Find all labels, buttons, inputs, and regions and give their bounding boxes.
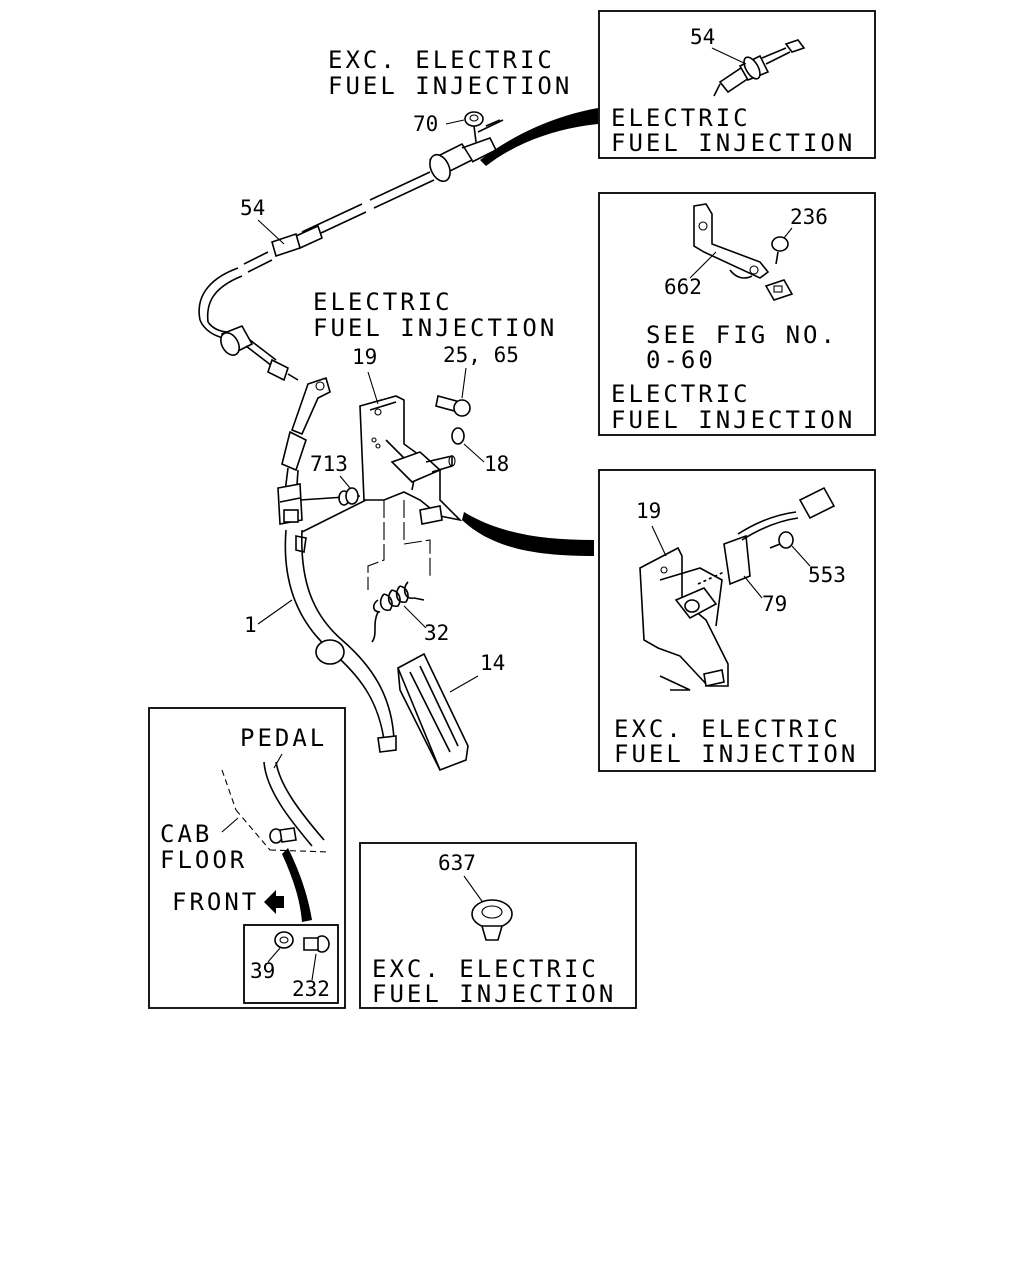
label-fuel-injection-box3: FUEL INJECTION (614, 740, 858, 768)
return-spring (371, 581, 425, 643)
callout-637: 637 (438, 851, 476, 875)
callout-236: 236 (790, 205, 828, 229)
label-fuel-injection-mid: FUEL INJECTION (313, 314, 557, 342)
label-fig-number: 0-60 (646, 346, 716, 374)
callout-54-main: 54 (240, 196, 265, 220)
cable-fitting-electric (713, 39, 806, 97)
label-cab: CAB (160, 820, 212, 848)
callout-713: 713 (310, 452, 348, 476)
label-floor: FLOOR (160, 846, 247, 874)
callout-553: 553 (808, 563, 846, 587)
detail-box-nut-bolt (243, 924, 339, 1004)
label-electric-mid: ELECTRIC (313, 288, 453, 316)
pedal-pad (396, 652, 469, 772)
bolt-25-65 (435, 395, 471, 417)
stopper-bolt (269, 827, 297, 844)
callout-32: 32 (424, 621, 449, 645)
washer-713 (345, 487, 359, 505)
label-electric-box2: ELECTRIC (611, 380, 751, 408)
callout-232: 232 (292, 977, 330, 1001)
bolt-232 (303, 935, 330, 953)
clip-637 (471, 899, 513, 941)
nut-39 (274, 931, 294, 949)
pedal-bracket (359, 395, 463, 590)
screw-236 (764, 236, 794, 301)
callout-19-main: 19 (352, 345, 377, 369)
label-exc-electric-top: EXC. ELECTRIC (328, 46, 555, 74)
pedal-arm (277, 376, 397, 753)
callout-14: 14 (480, 651, 505, 675)
throttle-cable (198, 111, 504, 382)
front-arrow-icon (264, 890, 284, 914)
label-front: FRONT (172, 888, 259, 916)
label-see-fig: SEE FIG NO. (646, 321, 838, 349)
bracket-662 (693, 203, 770, 279)
label-fuel-injection-box5: FUEL INJECTION (372, 980, 616, 1008)
washer-18 (451, 427, 465, 445)
detail-box-electric-bracket (598, 192, 876, 436)
label-fuel-injection-top: FUEL INJECTION (328, 72, 572, 100)
bracket-19-detail (639, 546, 729, 691)
label-fuel-injection-box1: FUEL INJECTION (611, 129, 855, 157)
screw-553 (769, 531, 794, 549)
detail-box-exc-electric-bracket (598, 469, 876, 772)
callout-662: 662 (664, 275, 702, 299)
callout-19-box: 19 (636, 499, 661, 523)
label-electric-box1: ELECTRIC (611, 104, 751, 132)
callout-54-box: 54 (690, 25, 715, 49)
callout-39: 39 (250, 959, 275, 983)
detail-box-electric-cable (598, 10, 876, 159)
callout-70: 70 (413, 112, 438, 136)
label-pedal: PEDAL (240, 724, 327, 752)
label-exc-electric-box3: EXC. ELECTRIC (614, 715, 841, 743)
callout-79: 79 (762, 592, 787, 616)
label-fuel-injection-box2: FUEL INJECTION (611, 406, 855, 434)
sensor-79 (697, 486, 836, 586)
callout-1: 1 (244, 613, 257, 637)
label-exc-electric-box5: EXC. ELECTRIC (372, 955, 599, 983)
callout-18: 18 (484, 452, 509, 476)
callout-25-65: 25, 65 (443, 343, 519, 367)
detail-box-pedal-floor (148, 707, 346, 1009)
detail-box-clip (359, 842, 637, 1009)
